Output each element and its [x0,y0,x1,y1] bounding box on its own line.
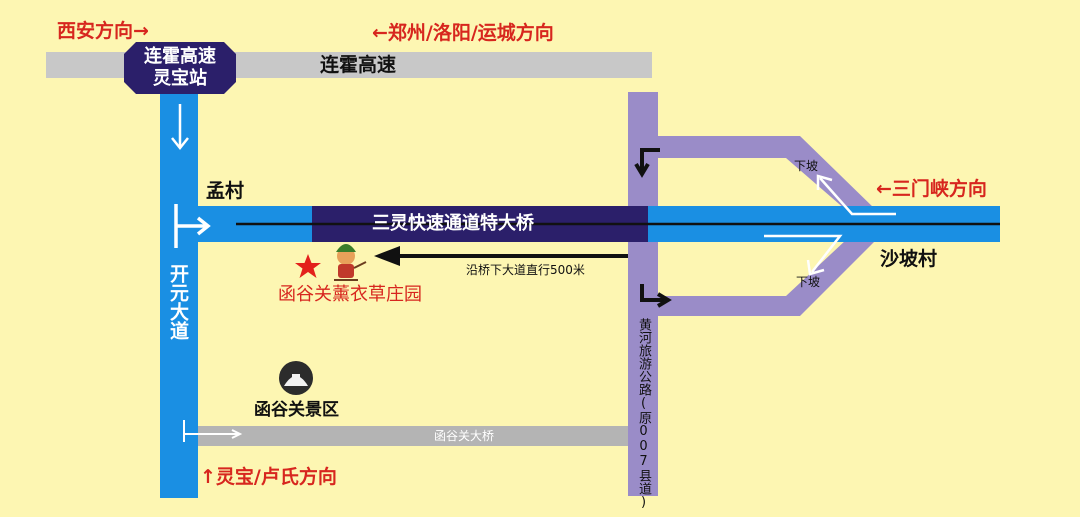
direction-lingbao: ↑灵宝/卢氏方向 [200,466,337,488]
direction-sanmenxia: ←三门峡方向 [876,178,987,200]
red-star-icon [295,254,321,278]
station-line2: 灵宝站 [153,68,207,89]
station-octagon [124,42,236,94]
label-kaiyuan: 开元大道 [167,264,189,340]
label-hangu-bridge: 函谷关大桥 [434,429,495,443]
label-lavender: 函谷关薰衣草庄园 [278,284,422,305]
turn-right-arrow-icon [174,204,211,248]
label-mengcun: 孟村 [206,180,245,202]
station-label: 连霍高速 灵宝站 [124,44,236,92]
station-line1: 连霍高速 [144,46,216,67]
direction-xian: 西安方向→ [57,20,149,42]
instruction-text: 沿桥下大道直行500米 [466,263,585,277]
hangu-bridge-road [198,426,632,446]
hangu-turn-arrow-icon [183,420,243,442]
direction-arrow-icon [374,246,628,266]
corner-arrow-bottom-icon [640,284,672,308]
ramp-label-bottom: 下坡 [796,275,821,289]
label-shapocun: 沙坡村 [880,248,938,270]
ramp-label-top: 下坡 [794,159,819,173]
label-hangu-scenic: 函谷关景区 [254,400,339,420]
direction-zhengzhou: ←郑州/洛阳/运城方向 [372,22,554,44]
mascot-icon [334,244,367,281]
label-expressway: 连霍高速 [320,54,397,76]
label-bridge: 三灵快速通道特大桥 [372,213,534,234]
ramp-arrow-top-icon [816,174,896,216]
corner-arrow-top-icon [634,148,660,178]
down-arrow-icon [171,104,189,151]
ramp-arrow-bottom-icon [764,234,843,276]
scenic-logo-icon [279,361,313,395]
label-yellow-river-road: 黄河旅游公路(原007县道) [636,318,651,510]
